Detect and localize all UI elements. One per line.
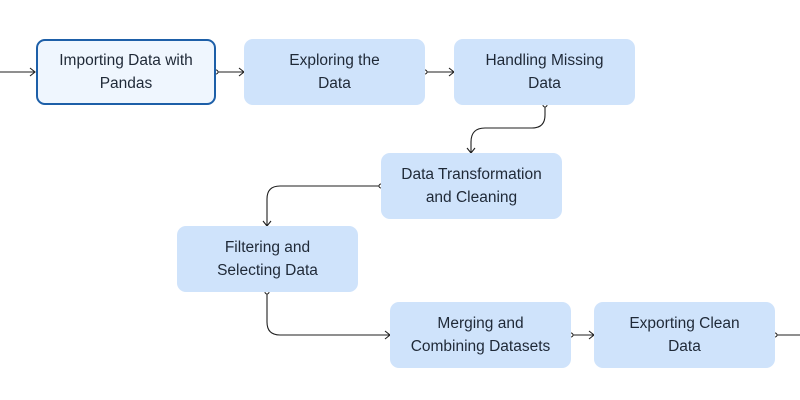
node-label: Exploring the Data — [289, 52, 380, 92]
node-importing-data[interactable]: Importing Data with Pandas — [36, 39, 216, 105]
node-handling-missing-data[interactable]: Handling Missing Data — [454, 39, 635, 105]
node-data-transformation[interactable]: Data Transformation and Cleaning — [381, 153, 562, 219]
node-label: Handling Missing Data — [485, 52, 604, 92]
edge-missing-to-transform[interactable] — [470, 105, 546, 153]
node-label: Data Transformation and Cleaning — [401, 166, 542, 206]
node-exporting-clean-data[interactable]: Exporting Clean Data — [594, 302, 775, 368]
arrowhead-icon — [29, 67, 36, 77]
edge-transform-to-filter[interactable] — [266, 185, 381, 226]
edge-filter-to-merge[interactable] — [266, 292, 390, 336]
node-filtering-selecting[interactable]: Filtering and Selecting Data — [177, 226, 358, 292]
node-label: Importing Data with Pandas — [59, 52, 193, 92]
node-merging-combining[interactable]: Merging and Combining Datasets — [390, 302, 571, 368]
node-label: Merging and Combining Datasets — [410, 315, 551, 355]
node-label: Exporting Clean Data — [629, 315, 740, 355]
node-exploring-data[interactable]: Exploring the Data — [244, 39, 425, 105]
node-label: Filtering and Selecting Data — [217, 239, 318, 279]
